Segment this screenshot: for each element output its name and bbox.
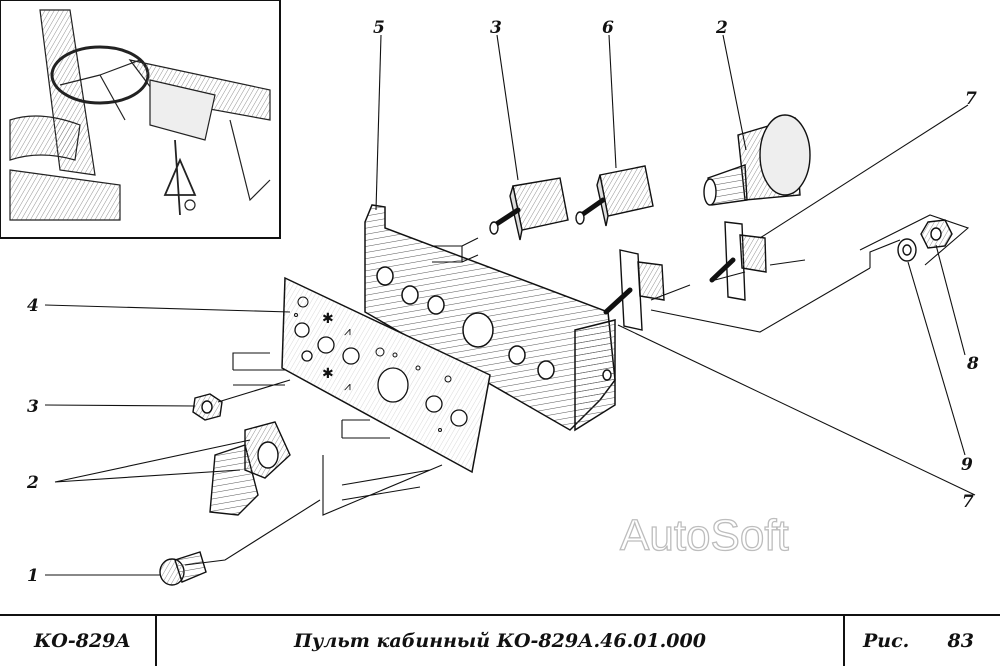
- plate-hole-large: [377, 367, 409, 403]
- plate-hole: [450, 409, 468, 427]
- panel-hole: [401, 285, 419, 305]
- callout-9: 9: [961, 455, 973, 475]
- panel-hole: [462, 312, 494, 348]
- wiper-symbol-icon: ⩘: [344, 379, 351, 393]
- plate-hole: [425, 395, 443, 413]
- sun-symbol-icon: ✱: [322, 311, 334, 327]
- figure-number: 83: [947, 630, 974, 652]
- leader-lines: [44, 34, 969, 576]
- callout-2-top: 2: [715, 18, 728, 38]
- mount-screw-icon: [294, 313, 298, 317]
- front-plate-4: ✱ ✱ ⩘ ⩘: [281, 276, 491, 474]
- callout-1: 1: [27, 566, 39, 586]
- figure-label: Рис.: [863, 630, 910, 652]
- nut-3: [192, 393, 223, 421]
- assembly-lines: [54, 214, 976, 566]
- panel-hole: [537, 360, 555, 380]
- indicator-symbol-icon: [392, 352, 398, 358]
- callout-3-left: 3: [27, 397, 39, 417]
- lamp-symbol-icon: [297, 296, 309, 308]
- toggle-switch-6: [575, 165, 654, 227]
- panel-hole: [427, 295, 445, 315]
- toggle-switch-7-top: [709, 221, 767, 301]
- washer-9: [897, 238, 917, 262]
- wiper-symbol-icon: ⩘: [344, 324, 351, 338]
- callout-8: 8: [966, 354, 979, 374]
- callout-7-bottom: 7: [962, 492, 974, 512]
- sun-symbol-icon: ✱: [322, 366, 334, 382]
- toggle-switch-3: [489, 177, 569, 241]
- callout-7-top: 7: [965, 89, 977, 109]
- model-code: КО-829А: [0, 616, 157, 666]
- callout-6: 6: [602, 18, 614, 38]
- figure-number-cell: Рис. 83: [845, 616, 1000, 666]
- callout-3-top: 3: [490, 18, 502, 38]
- title-block: КО-829А Пульт кабинный КО-829А.46.01.000…: [0, 614, 1000, 666]
- nut-8: [920, 219, 953, 249]
- indicator-symbol-icon: [444, 375, 452, 383]
- plate-hole: [342, 347, 360, 365]
- callout-2-left: 2: [26, 473, 39, 493]
- lamp-1: [159, 551, 207, 586]
- knob-2: [209, 421, 291, 516]
- panel-hole: [376, 266, 394, 286]
- drawing-title: Пульт кабинный КО-829А.46.01.000: [157, 616, 845, 666]
- indicator-symbol-icon: [415, 365, 421, 371]
- toggle-switch-7-bottom: [603, 249, 665, 331]
- plate-hole: [317, 336, 335, 354]
- plate-hole: [301, 350, 313, 362]
- plate-hole: [294, 322, 310, 338]
- watermark: AutoSoft: [620, 511, 789, 560]
- callout-4: 4: [27, 296, 39, 316]
- panel-hole: [508, 345, 526, 365]
- cab-inset: [0, 0, 281, 239]
- indicator-symbol-icon: [375, 347, 385, 357]
- gauge-2: [703, 114, 811, 206]
- inset-illustration: [9, 9, 271, 221]
- panel-hole: [602, 369, 612, 381]
- mount-screw-icon: [438, 428, 442, 432]
- exploded-diagram: ✱ ✱ ⩘ ⩘: [0, 0, 979, 586]
- callout-5: 5: [373, 18, 385, 38]
